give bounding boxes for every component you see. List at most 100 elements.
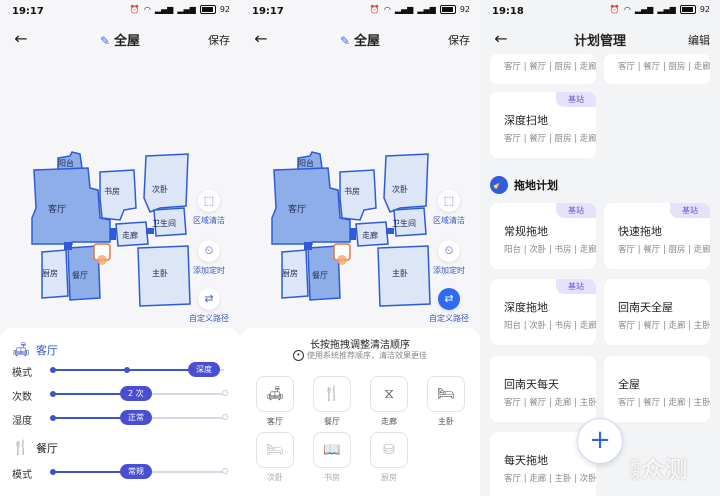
room-tile-label: 书房	[324, 473, 340, 482]
slider-value-chip[interactable]: 2 次	[120, 386, 152, 401]
humidity-slider[interactable]: 湿度 正常	[12, 410, 228, 427]
room-corridor[interactable]	[115, 221, 149, 247]
plan-card-rooms: 客厅 | 餐厅 | 走廊 | 主卧	[618, 398, 710, 408]
slider-fill	[50, 393, 124, 395]
timer-icon: ⏲	[438, 240, 460, 262]
plan-card[interactable]: 基站 深度拖地 阳台 | 次卧 | 书房 | 走廊	[490, 279, 596, 345]
room-living[interactable]	[31, 167, 111, 245]
alarm-icon: ⏰	[129, 5, 140, 14]
route-icon: ⇄	[198, 288, 220, 310]
pencil-icon[interactable]: ✎	[99, 34, 111, 48]
page-title[interactable]: ✎全屋	[240, 30, 480, 49]
room-corridor[interactable]	[355, 221, 389, 247]
room-second-bedroom[interactable]	[143, 153, 189, 213]
book-icon: 📖	[313, 432, 351, 468]
room-label: 阳台	[58, 158, 74, 168]
slider-value-chip[interactable]: 深度	[188, 362, 220, 377]
save-button[interactable]: 保存	[448, 34, 470, 47]
room-kitchen[interactable]	[41, 249, 69, 299]
battery-level: 92	[699, 5, 710, 14]
add-timer-button[interactable]: ⏲ 添加定时	[184, 240, 234, 276]
room-second-bedroom[interactable]	[383, 153, 429, 213]
room-label: 厨房	[282, 268, 298, 278]
room-master-bedroom[interactable]	[137, 245, 191, 307]
room-master-bedroom[interactable]	[377, 245, 431, 307]
slider-stop	[50, 469, 56, 475]
signal-icon: ▂▄▆	[154, 5, 174, 14]
back-arrow-icon[interactable]: ←	[14, 29, 28, 48]
slider-label: 湿度	[12, 416, 32, 427]
room-dining[interactable]	[67, 245, 101, 301]
plan-card[interactable]: 全屋 客厅 | 餐厅 | 走廊 | 主卧	[604, 356, 710, 422]
plan-card-rooms: 客厅 | 餐厅 | 厨房 | 走廊	[618, 62, 710, 72]
room-tile[interactable]: 🛋 客厅	[256, 376, 294, 427]
save-button[interactable]: 保存	[208, 34, 230, 47]
plan-card[interactable]: 基站 深度扫地 客厅 | 餐厅 | 厨房 | 走廊	[490, 92, 596, 158]
room-living[interactable]	[271, 167, 351, 245]
wifi-icon: ◠	[623, 5, 631, 14]
page-title[interactable]: ✎全屋	[0, 30, 240, 49]
floor-map[interactable]: 阳台 书房 次卧 客厅 卫生间 走廊 厨房 餐厅 主卧	[268, 148, 438, 308]
battery-icon	[679, 5, 696, 14]
slider-value-chip[interactable]: 正常	[120, 410, 152, 425]
mode-slider[interactable]: 模式 常规	[12, 464, 228, 481]
room-setting-header[interactable]: 🍴 餐厅	[12, 440, 58, 456]
room-study[interactable]	[99, 169, 137, 221]
plan-card[interactable]: 回南天全屋 客厅 | 餐厅 | 走廊 | 主卧	[604, 279, 710, 345]
room-tile[interactable]: ⛁ 厨房	[370, 432, 408, 483]
sheet-hint: •使用系统推荐顺序，清洁效果更佳	[240, 350, 480, 361]
floor-map[interactable]: 阳台 书房 次卧 客厅 卫生间 走廊 厨房 餐厅 主卧	[28, 148, 198, 308]
status-time: 19:18	[492, 6, 524, 17]
room-tile-label: 餐厅	[324, 417, 340, 426]
add-timer-button[interactable]: ⏲ 添加定时	[424, 240, 474, 276]
custom-route-button[interactable]: ⇄ 自定义路径	[424, 288, 474, 324]
plan-card-rooms: 客厅 | 餐厅 | 厨房 | 走廊	[504, 134, 596, 144]
plan-card-rooms: 客厅 | 餐厅 | 走廊 | 主卧	[618, 321, 710, 331]
room-setting-header[interactable]: 🛋 客厅	[12, 342, 58, 358]
area-clean-button[interactable]: ⬚ 区域清洁	[184, 190, 234, 226]
room-bathroom[interactable]	[153, 207, 187, 237]
mode-slider[interactable]: 模式 深度	[12, 362, 228, 379]
sheet-title: 长按拖拽调整清洁顺序	[310, 340, 410, 351]
room-tile[interactable]: 🍴 餐厅	[313, 376, 351, 427]
tool-label: 区域清洁	[433, 216, 465, 225]
pencil-icon[interactable]: ✎	[339, 34, 351, 48]
plan-card[interactable]: 基站 快速拖地 客厅 | 餐厅 | 厨房 | 走廊	[604, 203, 710, 269]
back-arrow-icon[interactable]: ←	[254, 29, 268, 48]
back-arrow-icon[interactable]: ←	[494, 29, 508, 48]
edit-button[interactable]: 编辑	[688, 34, 710, 47]
plan-card-title: 快速拖地	[618, 225, 662, 238]
area-clean-icon: ⬚	[198, 190, 220, 212]
clean-order-sheet: 长按拖拽调整清洁顺序 •使用系统推荐顺序，清洁效果更佳 🛋 客厅 🍴 餐厅 ⧖ …	[240, 328, 480, 496]
alarm-icon: ⏰	[369, 5, 380, 14]
area-clean-button[interactable]: ⬚ 区域清洁	[424, 190, 474, 226]
room-bathroom[interactable]	[393, 207, 427, 237]
plan-card[interactable]: 回南天每天 客厅 | 餐厅 | 走廊 | 主卧	[490, 356, 596, 422]
custom-route-button[interactable]: ⇄ 自定义路径	[184, 288, 234, 324]
slider-value-chip[interactable]: 常规	[120, 464, 152, 479]
room-tile[interactable]: 🛏 主卧	[427, 376, 465, 427]
fork-knife-icon: 🍴	[313, 376, 351, 412]
status-icons: ⏰ ◠ ▂▄▆ ▂▄▆ 92	[610, 5, 710, 14]
signal-icon: ▂▄▆	[634, 5, 654, 14]
plan-card[interactable]: 客厅 | 餐厅 | 厨房 | 走廊	[604, 54, 710, 84]
door-marker	[110, 228, 116, 240]
plan-card[interactable]: 基站 常规拖地 阳台 | 次卧 | 书房 | 走廊	[490, 203, 596, 269]
plan-card-rooms: 阳台 | 次卧 | 书房 | 走廊	[504, 321, 596, 331]
plan-card-rooms: 客厅 | 餐厅 | 厨房 | 走廊	[618, 245, 710, 255]
battery-level: 92	[459, 5, 470, 14]
corridor-icon: ⧖	[370, 376, 408, 412]
room-kitchen[interactable]	[281, 249, 309, 299]
room-study[interactable]	[339, 169, 377, 221]
count-slider[interactable]: 次数 2 次	[12, 386, 228, 403]
page-title-text: 全屋	[114, 34, 141, 49]
room-tile[interactable]: ⧖ 走廊	[370, 376, 408, 427]
room-tile[interactable]: 🛏 次卧	[256, 432, 294, 483]
plan-card-title: 回南天全屋	[618, 301, 673, 314]
room-tile[interactable]: 📖 书房	[313, 432, 351, 483]
add-plan-button[interactable]: +	[577, 418, 623, 464]
plan-card-title: 回南天每天	[504, 378, 559, 391]
room-dining[interactable]	[307, 245, 341, 301]
page-title: 计划管理	[573, 34, 626, 49]
plan-card[interactable]: 客厅 | 餐厅 | 厨房 | 走廊	[490, 54, 596, 84]
